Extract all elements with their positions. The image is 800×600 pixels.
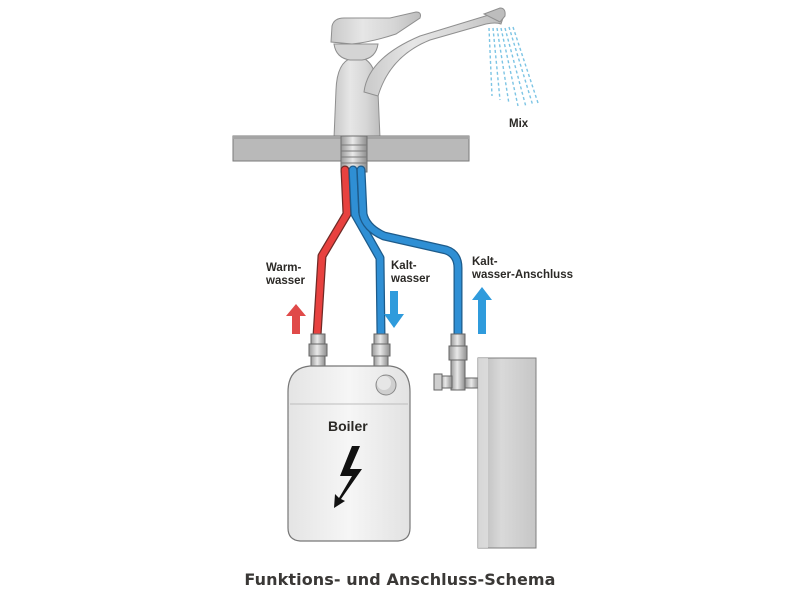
cold-water-fitting [371,333,391,369]
wall [477,357,537,549]
hot-water-pipe [312,165,352,341]
warmwasser-label: Warm- wasser [266,262,306,287]
kaltwasser-anschluss-label: Kalt- wasser-Anschluss [472,256,573,281]
boiler-label: Boiler [328,418,368,434]
hot-water-fitting [308,333,328,369]
faucet-icon [330,7,506,139]
cold-supply-pipe [356,165,463,341]
hot-water-arrow [286,304,306,334]
mix-label: Mix [509,118,529,130]
valve-icon [433,333,480,391]
cold-water-pipe [348,165,386,341]
water-spray-icon [488,26,539,108]
cold-water-arrow [384,291,404,328]
cold-supply-arrow [472,287,492,334]
lightning-icon [334,446,362,508]
kaltwasser-label: Kalt- wasser [391,260,431,285]
diagram-caption: Funktions- und Anschluss-Schema [244,570,556,589]
